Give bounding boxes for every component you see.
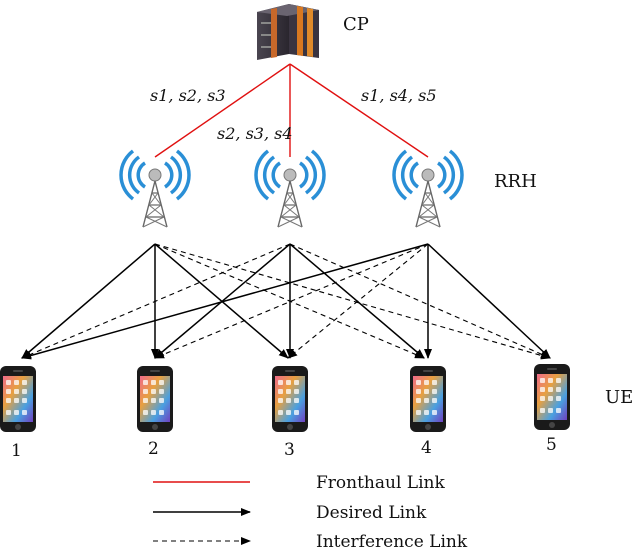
fronthaul-links	[154, 63, 429, 158]
ue-label: UE	[605, 387, 633, 408]
rrh-1-antenna-icon	[119, 149, 191, 229]
interference-links	[21, 243, 551, 360]
fronthaul-link-rrh1	[154, 63, 291, 158]
desired-link	[21, 243, 429, 360]
ue-4-phone-icon	[410, 366, 446, 432]
interference-link	[287, 243, 429, 359]
ue-5-phone-icon	[534, 364, 570, 430]
ue-number-5: 5	[546, 435, 557, 455]
cp-server-icon	[257, 4, 319, 60]
legend-desired-label: Desired Link	[316, 503, 427, 523]
ue-3-phone-icon	[272, 366, 308, 432]
ue-2-phone-icon	[137, 366, 173, 432]
interference-link	[154, 243, 425, 359]
ue-number-1: 1	[11, 441, 22, 461]
ue-number-4: 4	[421, 438, 432, 458]
rrh-label: RRH	[494, 171, 537, 192]
desired-link	[289, 243, 425, 359]
ue-1-phone-icon	[0, 366, 36, 432]
desired-link	[21, 243, 156, 359]
interference-link	[21, 243, 291, 359]
interference-link	[154, 243, 429, 359]
fronthaul-link-rrh3	[289, 63, 429, 158]
desired-links	[21, 243, 551, 360]
rrh-3-antenna-icon	[392, 149, 464, 229]
interference-link	[289, 243, 551, 359]
ue-number-3: 3	[284, 440, 295, 460]
rrh-2-antenna-icon	[254, 149, 326, 229]
legend-fronthaul-label: Fronthaul Link	[316, 473, 445, 493]
interference-link	[154, 243, 551, 360]
legend-interference-label: Interference Link	[316, 532, 468, 548]
ue-number-2: 2	[148, 439, 159, 459]
fronthaul-label-rrh1: s1, s2, s3	[150, 86, 226, 105]
legend: Fronthaul Link Desired Link Interference…	[153, 473, 468, 548]
fronthaul-label-rrh3: s1, s4, s5	[361, 86, 437, 105]
cp-label: CP	[343, 14, 369, 35]
fronthaul-label-rrh2: s2, s3, s4	[217, 124, 293, 143]
desired-link	[427, 243, 551, 359]
